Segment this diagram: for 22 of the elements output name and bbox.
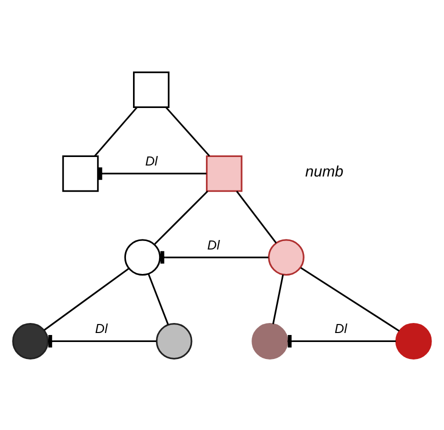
node-circle [12, 322, 49, 359]
edge-label: Dl [207, 236, 220, 252]
connector [165, 106, 210, 156]
node-box [62, 154, 99, 192]
label: numb [305, 163, 344, 180]
edge-label: Dl [334, 320, 347, 336]
node-circle [395, 322, 432, 359]
connector [94, 106, 138, 156]
node-circle [124, 238, 161, 276]
edge-label: Dl [95, 320, 108, 336]
node-box [133, 71, 170, 108]
connector [236, 190, 277, 244]
edge-label: Dl [145, 153, 158, 168]
node-circle [156, 322, 192, 359]
node-circle [252, 322, 288, 359]
connector [148, 273, 169, 324]
connector [272, 274, 284, 324]
node-box [206, 154, 242, 192]
connector [44, 267, 130, 330]
connector [300, 266, 400, 332]
node-circle [268, 238, 304, 276]
connector [154, 190, 208, 244]
